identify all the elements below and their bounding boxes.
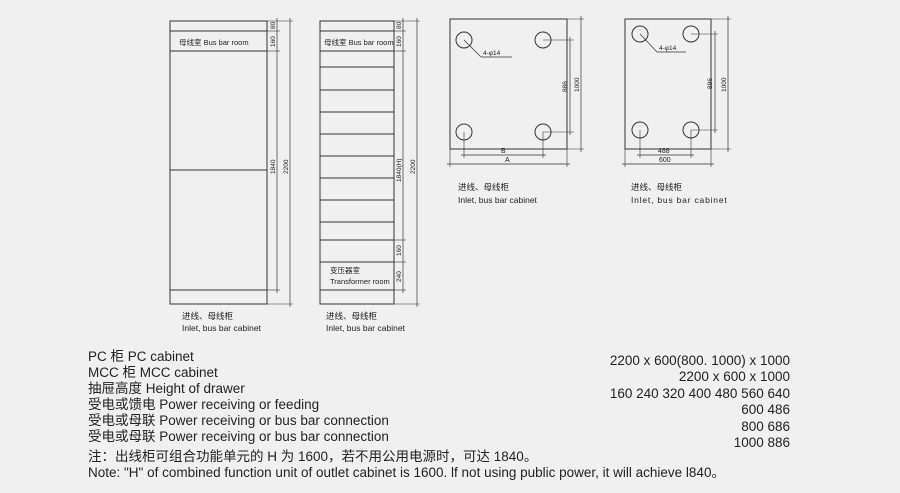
c2-dim-160a: 160	[396, 36, 403, 47]
note-en: Note: "H" of combined function unit of o…	[88, 465, 725, 480]
p2-dim-886: 886	[707, 78, 714, 89]
c1-caption-en: Inlet, bus bar cabinet	[182, 323, 262, 333]
c2-transformer-cn: 变压器室	[330, 265, 360, 275]
spec-value-feeding: 600 486	[741, 402, 790, 418]
spec-value-drawer: 160 240 320 400 480 560 640	[609, 385, 790, 401]
spec-label-mcc: MCC 柜 MCC cabinet	[88, 365, 218, 380]
p2-hole-label: 4-φ14	[659, 45, 677, 52]
c1-dim-2200: 2200	[283, 159, 290, 174]
p1-caption-cn: 进线、母线柜	[458, 182, 510, 192]
cabinet-1-drawing	[169, 18, 293, 307]
c1-room-label: 母线室 Bus bar room	[179, 37, 249, 47]
p1-dim-a: A	[505, 157, 510, 164]
p1-caption-en: Inlet, bus bar cabinet	[458, 195, 538, 205]
spec-value-pc: 2200 x 600(800. 1000) x 1000	[609, 353, 790, 368]
p2-dim-1000: 1000	[721, 77, 728, 92]
spec-label-pc: PC 柜 PC cabinet	[88, 349, 194, 364]
c1-dim-1840: 1840	[270, 159, 277, 174]
spec-label-busbar-1: 受电或母联 Power receiving or bus bar connect…	[88, 413, 389, 428]
p2-caption-cn: 进线、母线柜	[631, 182, 683, 192]
c2-room-label: 母线室 Bus bar room	[324, 37, 394, 47]
plan-1-drawing	[447, 16, 584, 167]
spec-value-mcc: 2200 x 600 x 1000	[678, 369, 790, 385]
spec-label-busbar-2: 受电或母联 Power receiving or bus bar connect…	[88, 429, 389, 444]
p1-dim-1000: 1000	[574, 77, 581, 92]
c2-caption-cn: 进线、母线柜	[326, 311, 378, 321]
c2-dim-240: 240	[396, 271, 403, 282]
plan-2-drawing	[622, 16, 731, 167]
c2-dim-2200: 2200	[410, 159, 417, 174]
spec-label-feeding: 受电或馈电 Power receiving or feeding	[88, 397, 320, 412]
c1-dim-80: 80	[270, 21, 277, 29]
c2-dim-160b: 160	[396, 245, 403, 256]
cabinet-2-drawing	[319, 18, 420, 307]
p2-dim-600: 600	[659, 157, 671, 164]
p1-hole-label: 4-φ14	[483, 50, 501, 57]
c1-dim-160: 160	[270, 36, 277, 47]
p1-dim-b: B	[501, 148, 506, 155]
note-cn: 注：出线柜可组合功能单元的 H 为 1600，若不用公用电源时，可达 1840。	[88, 449, 538, 464]
c1-caption-cn: 进线、母线柜	[182, 311, 234, 321]
p2-caption-en: Inlet, bus bar cabinet	[631, 195, 728, 205]
c2-transformer-en: Transformer room	[330, 277, 390, 286]
p1-dim-886: 886	[562, 81, 569, 92]
p2-dim-488: 488	[658, 148, 670, 155]
c2-dim-80: 80	[396, 21, 403, 29]
spec-values: 2200 x 600(800. 1000) x 1000 2200 x 600 …	[610, 353, 790, 451]
spec-labels: PC 柜 PC cabinet MCC 柜 MCC cabinet 抽屉高度 H…	[88, 349, 389, 445]
c2-dim-1840h: 1840(H)	[396, 159, 403, 182]
c2-caption-en: Inlet, bus bar cabinet	[326, 323, 406, 333]
spec-value-busbar-2: 1000 886	[733, 435, 790, 451]
spec-value-busbar-1: 800 686	[741, 418, 790, 434]
spec-label-drawer: 抽屉高度 Height of drawer	[88, 381, 245, 396]
